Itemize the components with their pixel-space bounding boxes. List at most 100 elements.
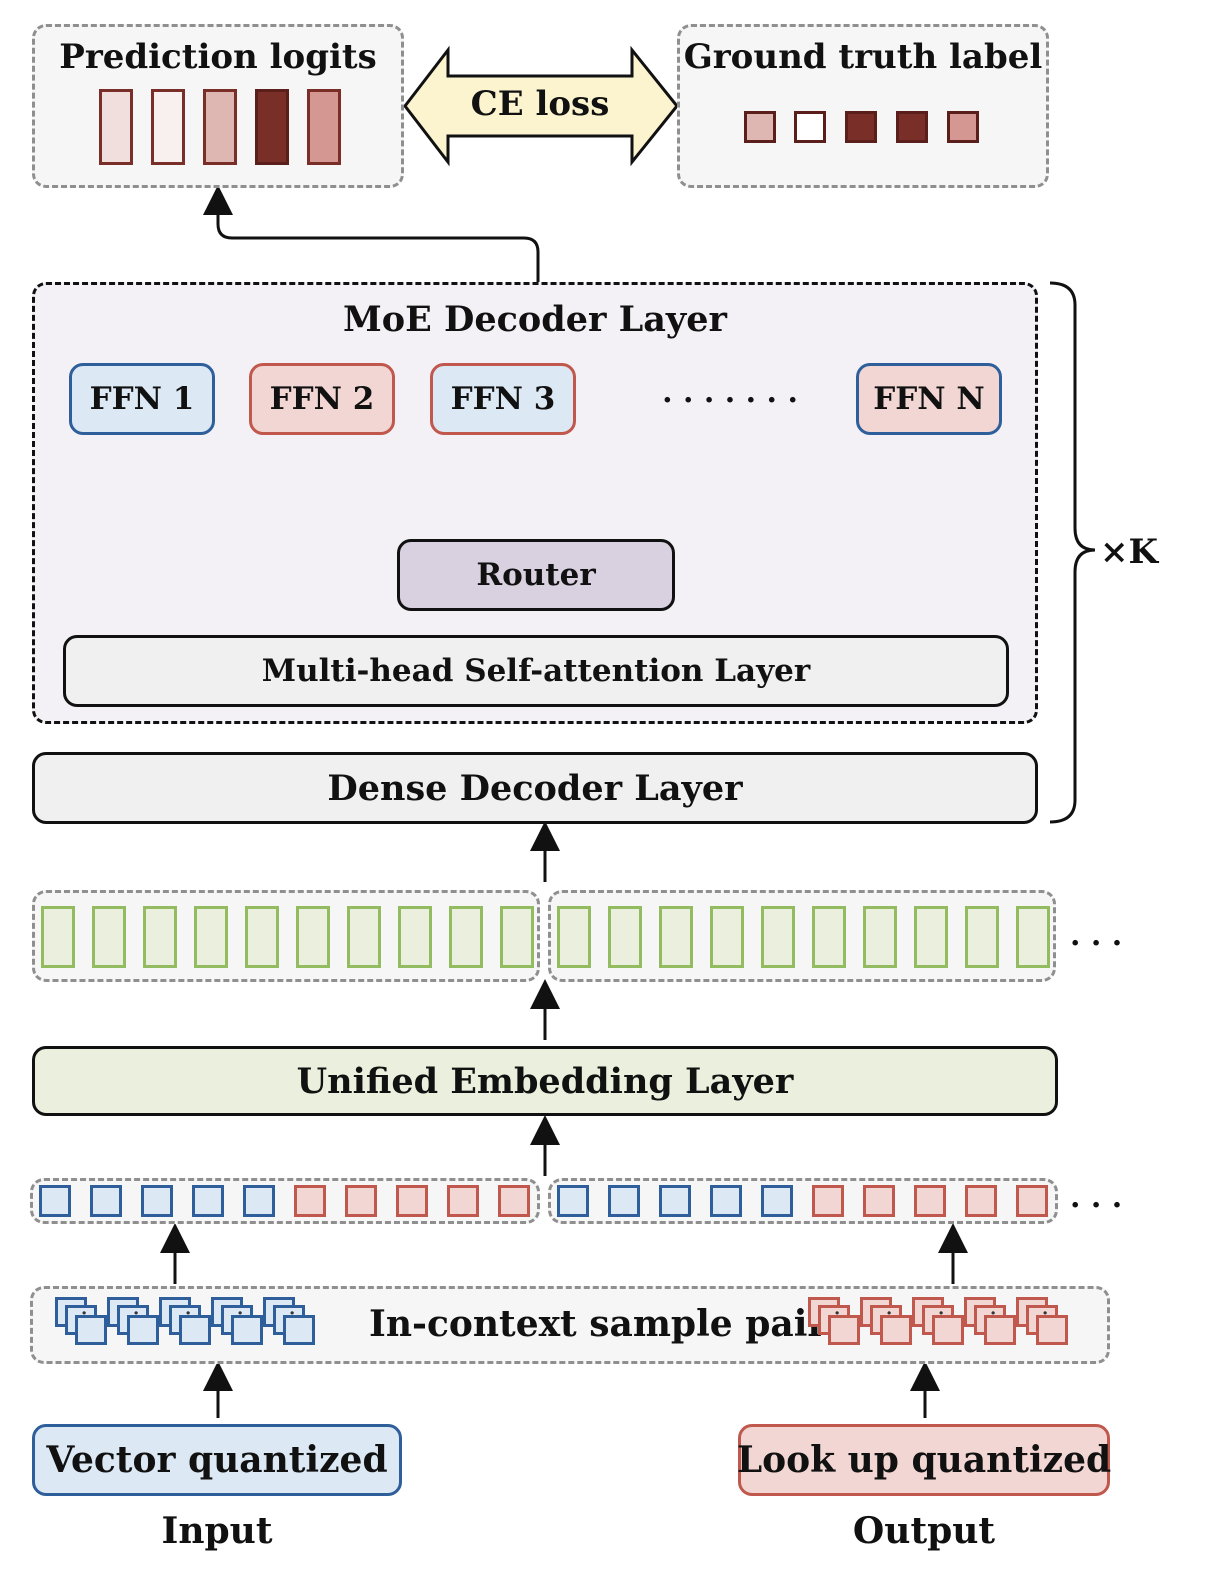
output-code-token xyxy=(294,1185,326,1217)
input-code-token xyxy=(192,1185,224,1217)
input-code-token xyxy=(243,1185,275,1217)
patch-dots: · xyxy=(81,1303,88,1324)
look-up-quantized-box: Look up quantized xyxy=(737,1424,1111,1496)
embedding-token xyxy=(500,906,534,968)
repeat-label: ×K xyxy=(1100,532,1159,572)
dense-decoder-layer: Dense Decoder Layer xyxy=(32,752,1038,824)
output-code-token xyxy=(914,1185,946,1217)
embedding-token xyxy=(761,906,795,968)
embedding-token xyxy=(41,906,75,968)
embedding-token xyxy=(965,906,999,968)
logit-bar xyxy=(307,89,341,165)
output-patch xyxy=(932,1315,964,1345)
output-code-token xyxy=(1016,1185,1048,1217)
code-sequence-ellipsis: . . . xyxy=(1070,1180,1123,1215)
embedding-token xyxy=(710,906,744,968)
embedding-token xyxy=(1016,906,1050,968)
output-code-token xyxy=(345,1185,377,1217)
token-sequence-ellipsis: . . . xyxy=(1070,918,1123,953)
self-attention-block: Multi-head Self-attention Layer xyxy=(63,635,1009,707)
output-code-token xyxy=(812,1185,844,1217)
prediction-logits-title: Prediction logits xyxy=(59,37,377,77)
patch-dots: · xyxy=(289,1303,296,1324)
input-code-token xyxy=(557,1185,589,1217)
token-group-2 xyxy=(548,890,1056,982)
label-cell xyxy=(794,111,826,143)
repeat-brace xyxy=(1049,281,1096,824)
embedding-token xyxy=(245,906,279,968)
ffn-3-block: FFN 3 xyxy=(430,363,576,435)
input-code-token xyxy=(141,1185,173,1217)
ffn-ellipsis: . . . . . . . xyxy=(662,375,798,410)
patch-dots: · xyxy=(886,1303,893,1324)
moe-to-logits-arrow xyxy=(203,185,540,282)
code-group-1 xyxy=(30,1178,540,1224)
patch-dots: · xyxy=(133,1303,140,1324)
input-patch xyxy=(75,1315,107,1345)
embedding-token xyxy=(398,906,432,968)
input-patch xyxy=(231,1315,263,1345)
patch-dots: · xyxy=(237,1303,244,1324)
patch-dots: · xyxy=(185,1303,192,1324)
router-block: Router xyxy=(397,539,675,611)
output-code-token xyxy=(965,1185,997,1217)
ffn-n-block: FFN N xyxy=(856,363,1002,435)
logit-bar xyxy=(255,89,289,165)
moe-title: MoE Decoder Layer xyxy=(343,299,727,340)
ce-loss-label: CE loss xyxy=(470,84,610,124)
input-code-token xyxy=(659,1185,691,1217)
ground-truth-title: Ground truth label xyxy=(683,37,1043,77)
output-label: Output xyxy=(852,1510,996,1552)
logit-bar xyxy=(99,89,133,165)
output-code-token xyxy=(498,1185,530,1217)
embedding-token xyxy=(449,906,483,968)
input-code-token xyxy=(39,1185,71,1217)
embedding-token xyxy=(914,906,948,968)
in-context-sample-pair: · · · · · In-context sample pair · · · · · xyxy=(30,1286,1110,1364)
embedding-token xyxy=(143,906,177,968)
moe-decoder-layer: MoE Decoder Layer FFN 1 FFN 2 FFN 3 . . … xyxy=(32,282,1038,724)
output-code-token xyxy=(863,1185,895,1217)
embedding-token xyxy=(608,906,642,968)
input-code-token xyxy=(90,1185,122,1217)
input-label: Input xyxy=(161,1510,273,1552)
output-code-token xyxy=(396,1185,428,1217)
output-patch xyxy=(828,1315,860,1345)
logit-bar xyxy=(203,89,237,165)
embedding-token xyxy=(296,906,330,968)
ground-truth-panel: Ground truth label xyxy=(677,24,1049,188)
ffn-1-block: FFN 1 xyxy=(69,363,215,435)
embedding-token xyxy=(812,906,846,968)
sample-pair-label: In-context sample pair xyxy=(369,1303,827,1345)
label-cell xyxy=(744,111,776,143)
code-group-2 xyxy=(548,1178,1058,1224)
input-patch xyxy=(127,1315,159,1345)
input-patch xyxy=(179,1315,211,1345)
unified-embedding-layer: Unified Embedding Layer xyxy=(32,1046,1058,1116)
embedding-token xyxy=(92,906,126,968)
label-cell xyxy=(947,111,979,143)
output-code-token xyxy=(447,1185,479,1217)
label-cell xyxy=(845,111,877,143)
output-patch-stack: · · · · · xyxy=(808,1297,1098,1357)
input-code-token xyxy=(761,1185,793,1217)
patch-dots: · xyxy=(1042,1303,1049,1324)
vector-quantized-box: Vector quantized xyxy=(32,1424,402,1496)
patch-dots: · xyxy=(834,1303,841,1324)
input-code-token xyxy=(710,1185,742,1217)
label-cells xyxy=(744,111,994,145)
ffn-2-block: FFN 2 xyxy=(249,363,395,435)
embedding-token xyxy=(863,906,897,968)
embedding-token xyxy=(659,906,693,968)
patch-dots: · xyxy=(990,1303,997,1324)
embedding-token xyxy=(347,906,381,968)
input-patch-stack: · · · · · xyxy=(55,1297,345,1357)
logit-bar xyxy=(151,89,185,165)
logit-bars xyxy=(99,89,349,165)
input-code-token xyxy=(608,1185,640,1217)
output-patch xyxy=(880,1315,912,1345)
patch-dots: · xyxy=(938,1303,945,1324)
token-group-1 xyxy=(32,890,540,982)
label-cell xyxy=(896,111,928,143)
embedding-token xyxy=(557,906,591,968)
